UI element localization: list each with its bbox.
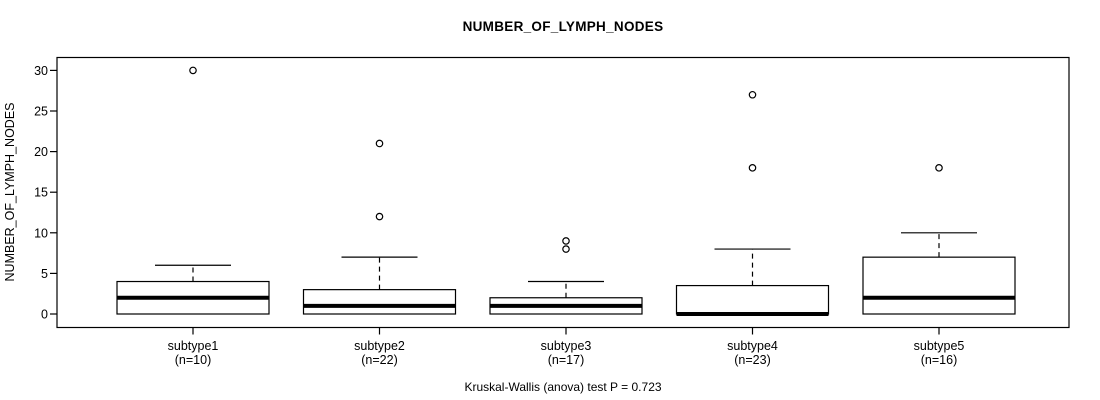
outlier-point bbox=[562, 245, 570, 253]
outlier-point bbox=[748, 90, 757, 99]
y-tick-label: 10 bbox=[34, 226, 48, 240]
category-count-label: (n=10) bbox=[175, 353, 211, 367]
category-label: subtype3 bbox=[541, 339, 592, 353]
box-subtype2 bbox=[302, 139, 457, 315]
y-tick-label: 0 bbox=[41, 308, 48, 322]
y-tick-label: 30 bbox=[34, 64, 48, 78]
outlier-point bbox=[748, 164, 757, 172]
category-count-label: (n=22) bbox=[361, 353, 397, 367]
iqr-box bbox=[302, 289, 457, 315]
outlier-point bbox=[562, 237, 570, 245]
y-axis-label: NUMBER_OF_LYMPH_NODES bbox=[3, 103, 17, 282]
box-subtype5 bbox=[862, 164, 1016, 315]
y-tick-label: 25 bbox=[34, 105, 48, 119]
box-subtype1 bbox=[116, 66, 270, 315]
y-tick-label: 5 bbox=[41, 267, 48, 281]
y-axis: 0 5 10 15 20 25 30 bbox=[34, 64, 57, 322]
category-count-label: (n=17) bbox=[548, 353, 584, 367]
iqr-box bbox=[675, 284, 830, 315]
boxplots bbox=[116, 66, 1016, 316]
category-label: subtype2 bbox=[354, 339, 405, 353]
category-label: subtype4 bbox=[727, 339, 778, 353]
y-tick-label: 20 bbox=[34, 145, 48, 159]
x-axis: subtype1(n=10)subtype2(n=22)subtype3(n=1… bbox=[168, 327, 965, 367]
y-tick-label: 15 bbox=[34, 186, 48, 200]
chart-title: NUMBER_OF_LYMPH_NODES bbox=[463, 19, 664, 34]
category-count-label: (n=16) bbox=[921, 353, 957, 367]
category-label: subtype1 bbox=[168, 339, 219, 353]
outlier-point bbox=[375, 139, 384, 148]
box-subtype4 bbox=[675, 90, 830, 316]
stat-annotation: Kruskal-Wallis (anova) test P = 0.723 bbox=[464, 380, 661, 394]
outlier-point bbox=[375, 212, 384, 221]
category-label: subtype5 bbox=[914, 339, 965, 353]
category-count-label: (n=23) bbox=[734, 353, 770, 367]
box-subtype3 bbox=[489, 237, 643, 315]
outlier-point bbox=[189, 66, 197, 75]
iqr-box bbox=[862, 256, 1016, 315]
outlier-point bbox=[935, 164, 943, 172]
